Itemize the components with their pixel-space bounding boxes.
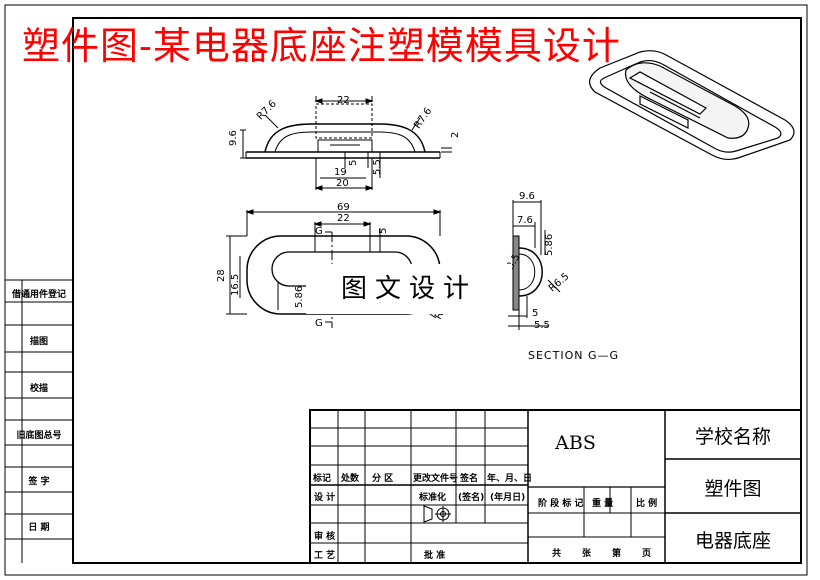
dim-top-19: 19 — [334, 167, 347, 178]
side-label-old-drawing: 旧底图总号 — [16, 431, 62, 441]
sheet-total: 共 — [552, 549, 562, 559]
dim-front-586: 5.86 — [294, 286, 305, 308]
dim-top-5: 5 — [348, 160, 359, 166]
dim-sec-5: 5 — [532, 308, 538, 319]
standard-label: 标准化 — [419, 493, 447, 503]
date-label: (年月日) — [490, 493, 526, 503]
dim-front-28: 28 — [216, 269, 227, 282]
approve-label: 批 准 — [424, 551, 446, 561]
dim-sec-96: 9.6 — [519, 191, 535, 202]
dim-top-55: 5.5 — [372, 159, 383, 175]
drawing-type: 塑件图 — [704, 478, 762, 500]
dim-top-96: 9.6 — [228, 130, 239, 146]
section-title: SECTION G—G — [528, 349, 619, 362]
side-label-trace: 描图 — [29, 337, 48, 347]
scale-label: 比 例 — [636, 499, 658, 509]
watermark: 图文设计 — [306, 264, 512, 314]
side-label-signature: 签 字 — [28, 477, 50, 487]
sheet-page: 页 — [642, 549, 652, 559]
section-view — [508, 200, 561, 330]
banner-title: 塑件图-某电器底座注塑模模具设计 — [22, 24, 621, 68]
weight-label: 重 量 — [592, 499, 614, 509]
rev-count: 处数 — [341, 474, 360, 484]
dim-front-165: 16.5 — [230, 274, 241, 296]
part-name: 电器底座 — [694, 530, 771, 552]
side-column — [5, 279, 73, 563]
stage-mark-label: 阶 段 标 记 — [538, 499, 584, 509]
review-label: 审 核 — [314, 532, 336, 542]
section-wall — [512, 235, 520, 311]
section-mark-g-top: G — [315, 226, 323, 237]
sheet-no: 第 — [612, 549, 622, 559]
rev-date: 年、月、日 — [487, 474, 533, 484]
iso-tab — [639, 95, 689, 129]
dim-front-69: 69 — [337, 202, 350, 213]
design-label: 设 计 — [314, 493, 336, 503]
sign-label: (签名) — [458, 493, 485, 503]
dim-top-20: 20 — [336, 178, 349, 189]
dim-sec-55: 5.5 — [534, 320, 550, 331]
rev-mark: 标记 — [313, 474, 332, 484]
side-label-check: 校描 — [29, 384, 48, 394]
school-name: 学校名称 — [694, 426, 771, 448]
projection-symbol — [423, 505, 451, 523]
dim-front-5: 5 — [378, 228, 389, 234]
outer-border — [4, 4, 808, 576]
rev-zone: 分 区 — [372, 474, 394, 484]
sheet-zhang: 张 — [582, 549, 592, 559]
rev-sign: 签名 — [460, 474, 479, 484]
side-label-date: 日 期 — [28, 523, 50, 533]
section-mark-g-bottom: G — [315, 318, 323, 329]
dim-top-2: 2 — [450, 132, 461, 138]
dim-front-22: 22 — [337, 213, 350, 224]
material-label: ABS — [555, 432, 596, 454]
process-label: 工 艺 — [314, 551, 336, 561]
side-label-register: 借通用件登记 — [11, 290, 66, 300]
section-profile — [518, 247, 543, 297]
dim-top-22: 22 — [337, 95, 350, 106]
dim-sec-586: 5.86 — [544, 234, 555, 256]
rev-doc: 更改文件号 — [413, 474, 459, 484]
top-view-profile — [264, 123, 426, 153]
isometric-view — [589, 50, 795, 161]
dim-sec-76: 7.6 — [517, 215, 533, 226]
top-view — [240, 96, 452, 191]
